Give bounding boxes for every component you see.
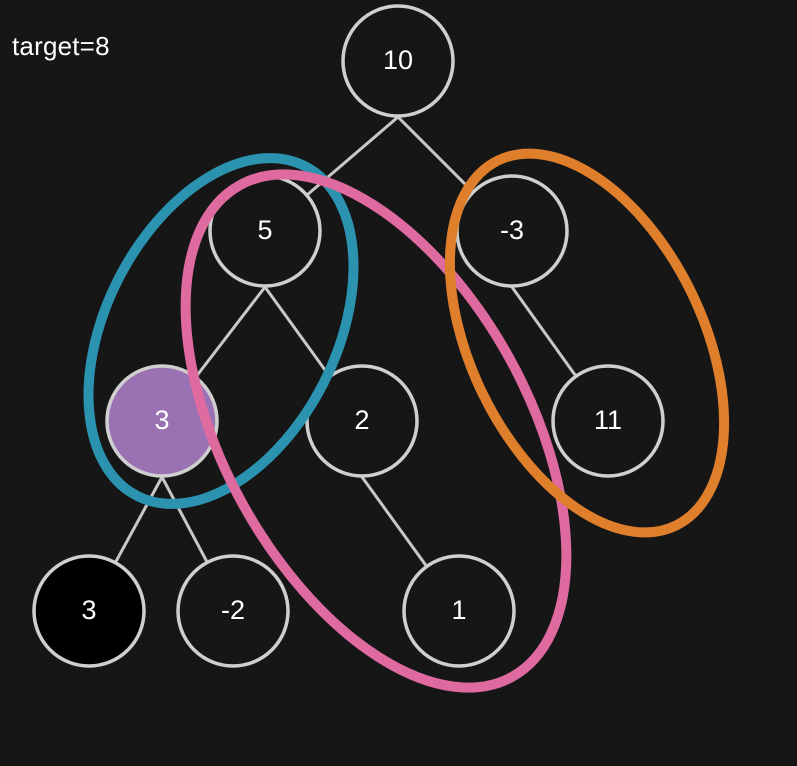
path-5-2-1-outline: [180, 169, 572, 693]
edge-n2-n1: [360, 475, 430, 570]
edge-nm3-n11: [510, 285, 579, 380]
edge-n10-nm3: [396, 115, 477, 196]
node-circle: [32, 554, 146, 668]
path-minus3-11-outline: [444, 148, 730, 538]
node-label: 3: [81, 595, 96, 625]
node-label: 10: [383, 45, 413, 75]
node-label: -3: [500, 215, 524, 245]
path-5-3-outline: [83, 153, 359, 509]
node-label: 1: [451, 595, 466, 625]
edge-n3a-n3b: [112, 475, 164, 566]
node-circle: [305, 364, 419, 478]
node-circle: [402, 554, 516, 668]
tree-node: -3: [455, 174, 569, 288]
node-circle: [341, 4, 455, 118]
tree-node: -2: [176, 554, 290, 668]
tree-node: 1: [402, 554, 516, 668]
node-circle: [551, 364, 665, 478]
tree-node: 11: [551, 364, 665, 478]
edge-n5-n3a: [192, 285, 267, 381]
node-circle: [105, 364, 219, 478]
node-label: 3: [154, 405, 169, 435]
nodes-layer: 10 5 -3 3 2 11 3 -2 1: [32, 4, 665, 668]
tree-node: 10: [341, 4, 455, 118]
node-label: 2: [354, 405, 369, 435]
node-circle: [176, 554, 290, 668]
paths-layer: [83, 148, 730, 693]
tree-node: 2: [305, 364, 419, 478]
edge-n3a-nm2: [160, 475, 210, 566]
tree-node: 3: [105, 364, 219, 478]
target-label: target=8: [12, 31, 110, 61]
node-label: -2: [221, 595, 245, 625]
node-label: 11: [594, 405, 622, 435]
tree-node: 3: [32, 554, 146, 668]
edges-layer: [112, 115, 579, 570]
node-label: 5: [257, 215, 272, 245]
edge-n5-n2: [263, 285, 333, 380]
